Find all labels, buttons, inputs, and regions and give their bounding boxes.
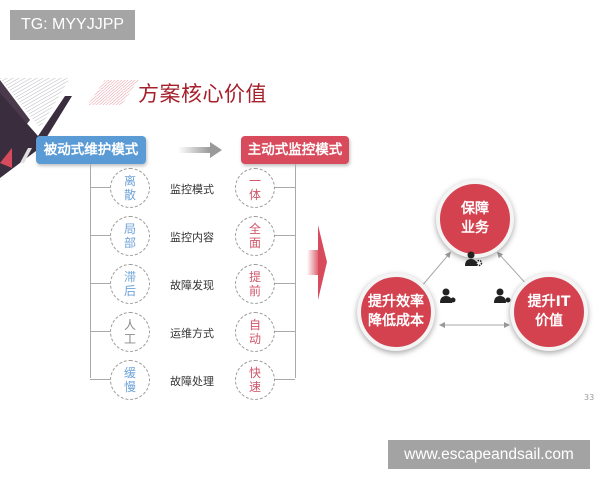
passive-mode-box: 被动式维护模式	[36, 136, 146, 164]
corner-decoration	[0, 78, 72, 178]
value-circle-efficiency: 提升效率 降低成本	[357, 273, 435, 351]
active-trait-circle: 一 体	[235, 168, 275, 208]
passive-trait-char: 人	[123, 318, 136, 332]
value-top-line2: 业务	[461, 220, 489, 236]
active-mode-box: 主动式监控模式	[241, 136, 349, 164]
active-branch	[275, 283, 295, 284]
passive-trait-circle: 滞 后	[110, 264, 150, 304]
active-trait-char: 提	[248, 270, 261, 284]
passive-trait-circle: 离 散	[110, 168, 150, 208]
passive-trait-circle: 局 部	[110, 216, 150, 256]
passive-trait-char: 慢	[123, 380, 136, 394]
active-trait-circle: 全 面	[235, 216, 275, 256]
active-trait-char: 前	[248, 284, 261, 298]
passive-trait-char: 后	[123, 284, 136, 298]
user-settings-icon	[494, 288, 511, 303]
active-connector	[295, 164, 296, 378]
category-label: 监控内容	[170, 231, 214, 244]
active-trait-circle: 快 速	[235, 360, 275, 400]
value-circle-business: 保障 业务	[436, 180, 514, 258]
passive-branch	[90, 283, 110, 284]
user-refresh-icon	[440, 288, 456, 303]
active-branch	[275, 235, 295, 236]
category-label: 故障处理	[170, 375, 214, 388]
value-right-line1: 提升IT	[527, 294, 571, 310]
value-right-line2: 价值	[535, 313, 563, 329]
active-trait-char: 速	[248, 380, 261, 394]
passive-trait-char: 滞	[123, 270, 136, 284]
passive-trait-char: 散	[123, 188, 136, 202]
active-trait-char: 全	[248, 222, 261, 236]
active-trait-char: 体	[248, 188, 261, 202]
passive-trait-char: 离	[123, 174, 136, 188]
passive-branch	[90, 187, 110, 188]
passive-trait-char: 局	[123, 222, 136, 236]
active-trait-char: 自	[248, 318, 261, 332]
value-left-line2: 降低成本	[368, 313, 424, 329]
passive-branch	[90, 235, 110, 236]
user-gear-icon	[465, 251, 483, 267]
active-branch	[275, 331, 295, 332]
passive-trait-circle: 人 工	[110, 312, 150, 352]
passive-trait-char: 工	[123, 332, 136, 346]
active-trait-char: 快	[248, 366, 261, 380]
active-branch	[275, 187, 295, 188]
passive-connector	[90, 164, 91, 378]
active-trait-char: 面	[248, 236, 261, 250]
active-branch	[275, 379, 295, 380]
passive-trait-char: 缓	[123, 366, 136, 380]
category-label: 监控模式	[170, 183, 214, 196]
big-arrow-right-icon	[307, 225, 327, 300]
value-circle-it: 提升IT 价值	[510, 273, 588, 351]
category-label: 运维方式	[170, 327, 214, 340]
active-trait-char: 一	[248, 174, 261, 188]
tag-label: TG: MYYJJPP	[10, 10, 135, 40]
passive-branch	[90, 331, 110, 332]
passive-trait-char: 部	[123, 236, 136, 250]
watermark: www.escapeandsail.com	[388, 440, 590, 469]
page-number: 33	[584, 393, 595, 402]
passive-branch	[90, 379, 110, 380]
category-label: 故障发现	[170, 279, 214, 292]
passive-trait-circle: 缓 慢	[110, 360, 150, 400]
active-trait-circle: 提 前	[235, 264, 275, 304]
title-stripes	[87, 80, 139, 105]
page-title: 方案核心价值	[138, 82, 267, 106]
value-top-line1: 保障	[461, 201, 489, 217]
arrow-right-icon	[178, 142, 222, 158]
value-left-line1: 提升效率	[368, 294, 424, 310]
active-trait-char: 动	[248, 332, 261, 346]
active-trait-circle: 自 动	[235, 312, 275, 352]
